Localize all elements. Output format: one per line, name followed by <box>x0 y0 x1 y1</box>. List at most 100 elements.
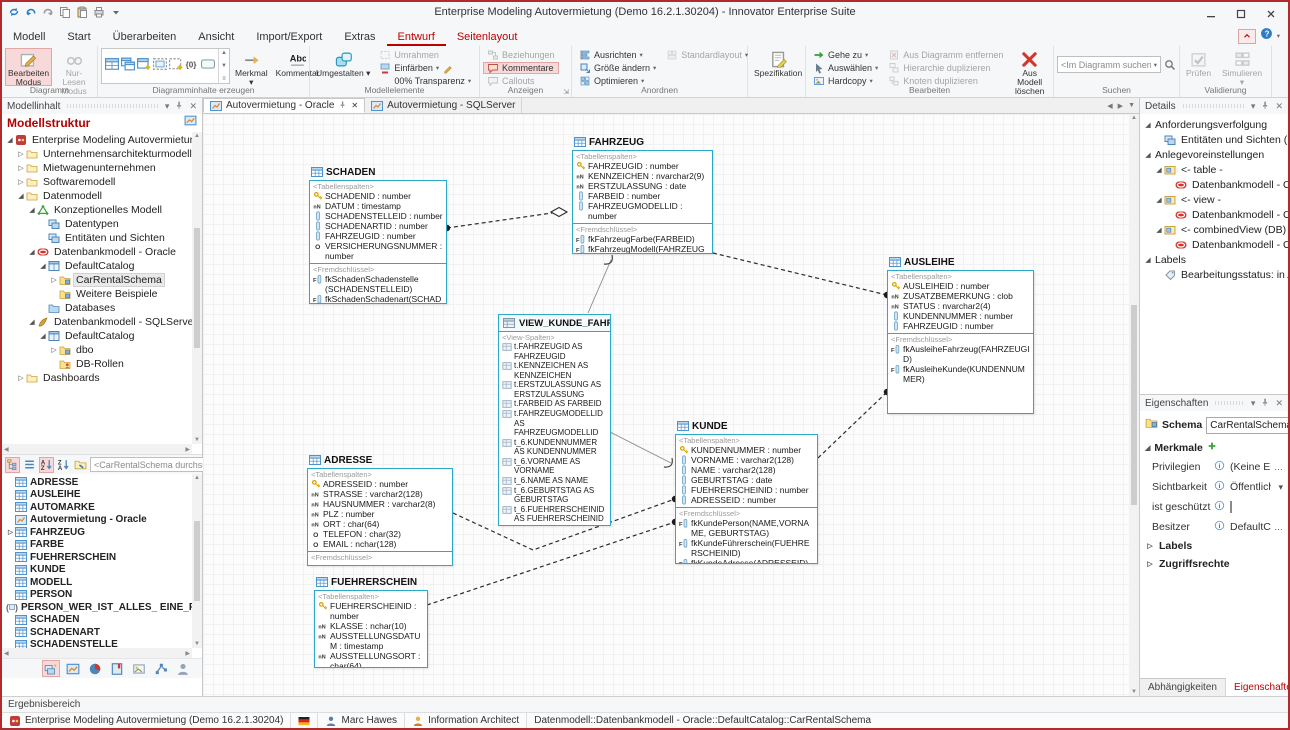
gallery-add-group-icon[interactable] <box>169 57 183 76</box>
pr-fen-button[interactable]: Prüfen <box>1183 48 1214 86</box>
property-value[interactable]: (Keine Einträge) <box>1230 461 1271 473</box>
document-tab[interactable]: Autovermietung - SQLServer <box>365 98 523 113</box>
spezifikation-button[interactable]: Spezifikation <box>751 48 805 86</box>
listview-button[interactable] <box>22 457 37 473</box>
hardcopy-button[interactable]: Hardcopy▾ <box>809 75 882 87</box>
sync-icon[interactable] <box>8 6 20 18</box>
results-area-bar[interactable]: Ergebnisbereich <box>2 696 1288 712</box>
expander-icon[interactable]: ▷ <box>8 529 13 537</box>
model-tree-item[interactable]: ◢Konzeptionelles Modell <box>2 203 192 217</box>
properties-tab-abhngigkeiten[interactable]: Abhängigkeiten <box>1140 679 1226 696</box>
list-item[interactable]: FARBE <box>2 539 192 552</box>
expander-icon[interactable]: ◢ <box>1145 151 1151 159</box>
info-icon[interactable]: i <box>1214 500 1230 514</box>
expander-icon[interactable]: ◢ <box>1156 166 1162 174</box>
list-item[interactable]: AUTOMARKE <box>2 501 192 514</box>
collapsed-section-labels[interactable]: ▷Labels <box>1140 537 1288 555</box>
treeview-button[interactable] <box>5 456 20 473</box>
properties-tab-eigenschaften[interactable]: Eigenschaften <box>1225 678 1288 696</box>
tree-scrollbar[interactable]: ▲▼ <box>192 132 202 444</box>
details-tree-item[interactable]: ◢Anlegevoreinstellungen <box>1140 147 1288 162</box>
expander-icon[interactable]: ◢ <box>29 319 35 326</box>
gehe-zu-button[interactable]: Gehe zu▾ <box>809 49 882 61</box>
ribbon-tab-seitenlayout[interactable]: Seitenlayout <box>456 31 518 43</box>
chevron-down-icon[interactable]: ▾ <box>164 100 170 111</box>
nur-lesen-modus-button[interactable]: Nur-Lesen Modus <box>54 48 94 96</box>
close-icon[interactable]: ✕ <box>1275 397 1283 408</box>
details-tree-item[interactable]: Entitäten und Sichten (Paket) <box>1140 132 1288 147</box>
undo-icon[interactable] <box>25 6 37 18</box>
details-tree-item[interactable]: ◢<- table - <box>1140 162 1288 177</box>
model-tree-item[interactable]: ◢Datenmodell <box>2 189 192 203</box>
close-icon[interactable]: ✕ <box>1275 100 1283 111</box>
gallery-scroll[interactable]: ▲▼≡ <box>218 49 229 83</box>
model-tree-item[interactable]: ◢DefaultCatalog <box>2 259 192 273</box>
expander-icon[interactable]: ◢ <box>40 263 46 270</box>
model-tree-item[interactable]: Entitäten und Sichten <box>2 231 192 245</box>
merkmal-button[interactable]: Merkmal ▾ <box>232 48 271 87</box>
list-hscrollbar[interactable]: ◀▶ <box>2 648 192 658</box>
hierarchie-duplizieren-button[interactable]: Hierarchie duplizieren <box>884 62 1007 74</box>
pin-icon[interactable] <box>174 100 184 112</box>
redo-icon[interactable] <box>42 6 54 18</box>
expander-icon[interactable]: ◢ <box>1145 121 1151 129</box>
aus-modell-l-schen-button[interactable]: Aus Modell löschen <box>1009 48 1050 96</box>
image-button[interactable] <box>130 660 148 677</box>
ribbon-tab-ansicht[interactable]: Ansicht <box>198 31 235 43</box>
ribbon-tab-berarbeiten[interactable]: Überarbeiten <box>112 31 177 43</box>
gallery-new-group-icon[interactable] <box>153 57 167 76</box>
list-item[interactable]: KUNDE <box>2 564 192 577</box>
help-button[interactable]: ? <box>1260 27 1273 45</box>
list-item[interactable]: SCHADENART <box>2 626 192 639</box>
minimize-button[interactable] <box>1196 4 1226 23</box>
list-item[interactable]: ()PERSON_WER_IST_ALLES_ EINE_PERSON <box>2 601 192 614</box>
expander-icon[interactable]: ▷ <box>51 347 57 354</box>
standardlayout-button[interactable]: Standardlayout▾ <box>662 49 752 61</box>
merkmale-section-header[interactable]: ◢ Merkmale <box>1140 438 1288 457</box>
details-tree-item[interactable]: Bearbeitungsstatus: in Arbeit <box>1140 267 1288 282</box>
expander-icon[interactable]: ▷ <box>18 151 24 158</box>
diagram-canvas[interactable]: SCHADEN<Tabellenspalten>SCHADENID : numb… <box>203 114 1129 696</box>
entity-fuehrerschein[interactable]: FUEHRERSCHEIN<Tabellenspalten>FUEHRERSCH… <box>314 577 428 668</box>
gallery-new-table-set-icon[interactable] <box>121 57 135 76</box>
gallery-add-table-icon[interactable] <box>137 57 151 76</box>
ribbon-tab-modell[interactable]: Modell <box>13 31 46 43</box>
model-tree-item[interactable]: ◢Enterprise Modeling Autovermietung - De… <box>2 133 192 147</box>
schema-name-input[interactable] <box>1206 416 1288 434</box>
checkbox[interactable] <box>1230 501 1232 513</box>
print-icon[interactable] <box>93 6 105 18</box>
details-tree-item[interactable]: Datenbankmodell - Oracle <box>1140 207 1288 222</box>
info-icon[interactable]: i <box>1214 520 1230 534</box>
list-scrollbar[interactable]: ▲▼ <box>192 474 202 648</box>
entity-ausleihe[interactable]: AUSLEIHE<Tabellenspalten>AUSLEIHEID : nu… <box>887 257 1034 414</box>
list-item[interactable]: SCHADENSTELLE <box>2 639 192 648</box>
expander-icon[interactable]: ◢ <box>1145 444 1151 452</box>
details-tree-item[interactable]: ◢<- combinedView (DB) - <box>1140 222 1288 237</box>
details-tree-item[interactable]: ◢<- view - <box>1140 192 1288 207</box>
entity-kunde[interactable]: KUNDE<Tabellenspalten>KUNDENNUMMER : num… <box>675 421 818 564</box>
chevron-down-icon[interactable]: ▾ <box>1278 481 1283 492</box>
ribbon-collapse-button[interactable] <box>1237 28 1256 44</box>
einf-rben-button[interactable]: Einfärben▾ <box>375 62 475 74</box>
details-tree-item[interactable]: ◢Labels <box>1140 252 1288 267</box>
pin-icon[interactable] <box>1260 100 1270 112</box>
list-item[interactable]: PERSON <box>2 589 192 602</box>
aus-diagramm-entfernen-button[interactable]: Aus Diagramm entfernen <box>884 49 1007 61</box>
umrahmen-button[interactable]: Umrahmen <box>375 49 475 61</box>
model-tree-item[interactable]: ▷Dashboards <box>2 371 192 385</box>
expander-icon[interactable]: ▷ <box>1147 543 1153 550</box>
ellipsis-button[interactable]: … <box>1274 522 1283 532</box>
expander-icon[interactable]: ▷ <box>18 165 24 172</box>
optimieren-button[interactable]: Optimieren▾ <box>575 75 660 87</box>
details-tree-item[interactable]: ◢Anforderungsverfolgung <box>1140 117 1288 132</box>
gallery-new-table-icon[interactable] <box>105 57 119 76</box>
more-icon[interactable] <box>110 6 122 18</box>
model-tree-item[interactable]: DB-Rollen <box>2 357 192 371</box>
ribbon-tab-importexport[interactable]: Import/Export <box>256 31 323 43</box>
expander-icon[interactable]: ◢ <box>1156 226 1162 234</box>
expander-icon[interactable]: ◢ <box>7 137 13 144</box>
collapsed-section-zugriffsrechte[interactable]: ▷Zugriffsrechte <box>1140 555 1288 573</box>
maximize-button[interactable] <box>1226 4 1256 23</box>
